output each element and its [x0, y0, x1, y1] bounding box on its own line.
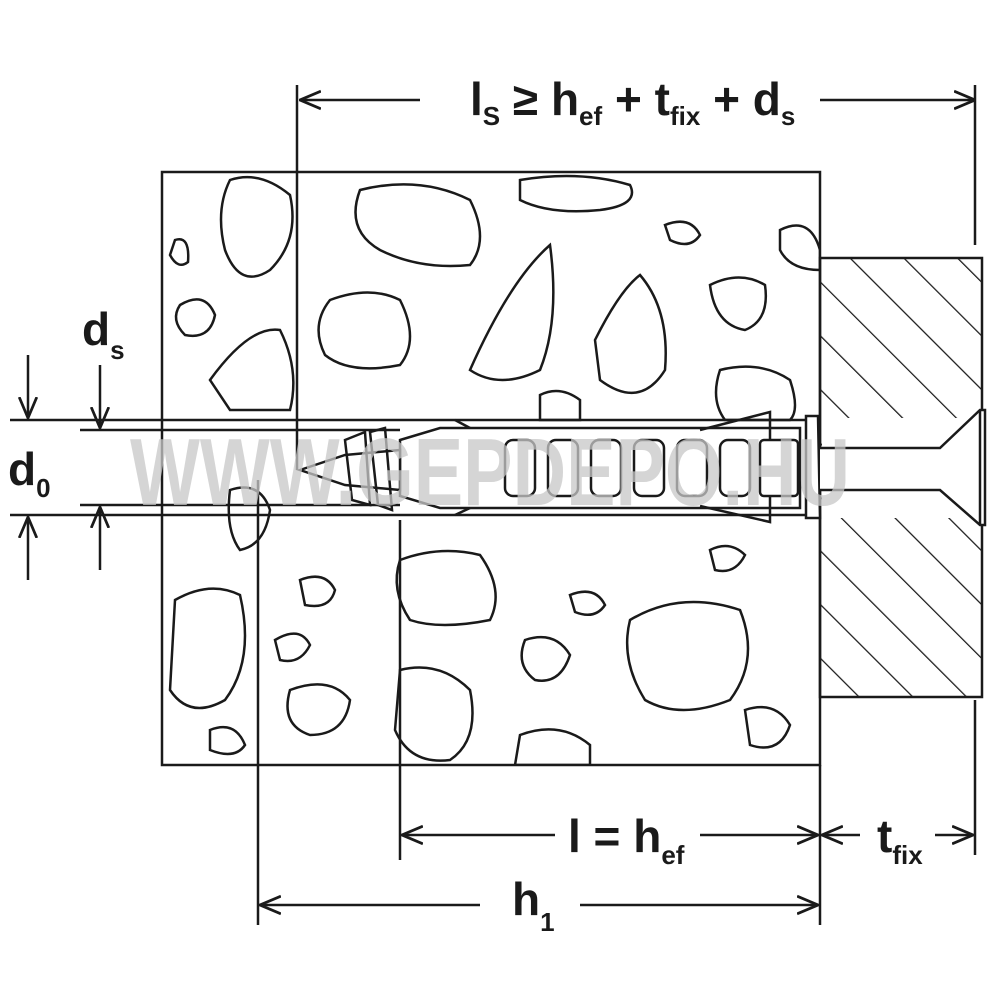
watermark: WWW.GEPDEPO.HU	[130, 419, 850, 526]
dimension-lines	[28, 85, 977, 925]
concrete-base	[160, 170, 822, 767]
plastic-dowel	[398, 410, 822, 524]
label-l-hef: l = hef	[568, 810, 685, 870]
label-d0: d0	[8, 443, 51, 503]
dowel-segments	[503, 438, 800, 498]
aggregate-stones	[168, 174, 820, 765]
label-ds: ds	[82, 303, 125, 365]
label-tfix: tfix	[877, 810, 923, 870]
label-ls-formula: lS ≥ hef + tfix + ds	[470, 73, 795, 135]
drill-hole	[10, 418, 820, 517]
label-h1: h1	[512, 873, 555, 937]
screw	[296, 408, 987, 527]
